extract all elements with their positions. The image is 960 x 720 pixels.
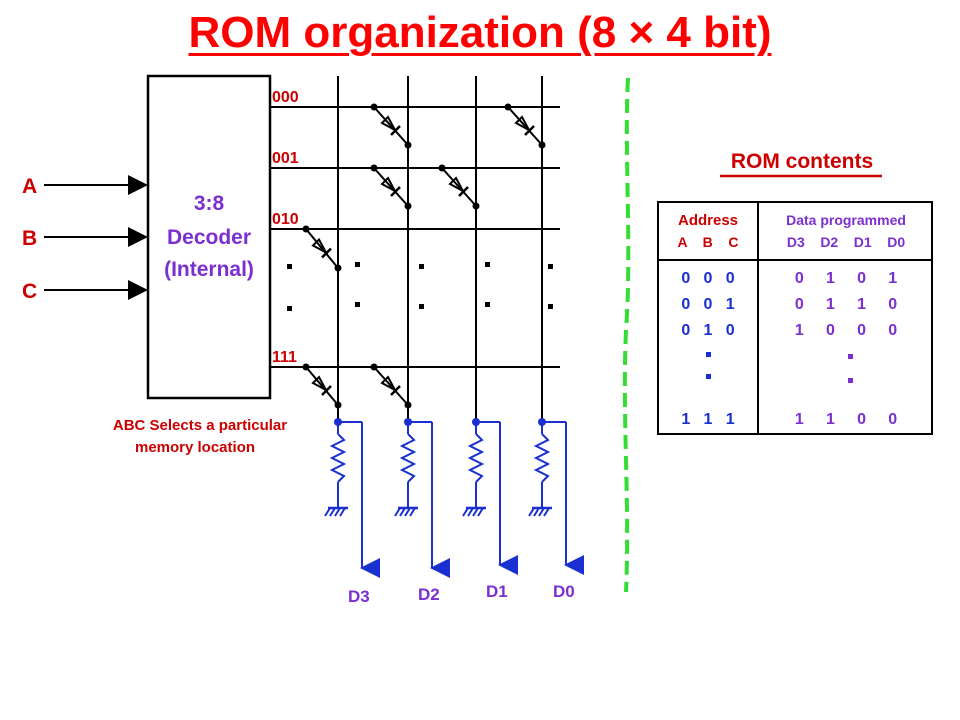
diode <box>370 363 412 409</box>
output-stage <box>528 418 584 575</box>
diode <box>504 103 546 149</box>
output-label-d3: D3 <box>348 587 370 606</box>
output-stage <box>394 418 450 578</box>
decoder-label-ratio: 3:8 <box>194 192 225 215</box>
rom-table-frame <box>657 201 933 435</box>
output-stages <box>324 418 584 578</box>
address-row: 0 1 0 <box>681 322 734 339</box>
address-columns: A B C <box>678 234 739 250</box>
output-stage <box>462 418 518 575</box>
address-header: Address <box>678 212 738 229</box>
output-label-d0: D0 <box>553 582 575 601</box>
word-line-label-001: 001 <box>272 150 299 167</box>
data-row: 1 1 0 0 <box>795 411 897 428</box>
diode <box>438 164 480 210</box>
array-ellipsis <box>287 262 553 311</box>
output-label-d2: D2 <box>418 585 440 604</box>
divider-line <box>622 77 631 593</box>
diode <box>302 225 342 272</box>
data-header: Data programmed <box>786 212 906 228</box>
input-label-c: C <box>22 280 37 303</box>
table-ellipsis <box>706 352 853 383</box>
diodes <box>302 103 546 409</box>
data-row: 0 1 1 0 <box>795 296 897 313</box>
caption-line-1: ABC Selects a particular <box>113 417 287 434</box>
address-row: 1 1 1 <box>681 411 734 428</box>
decoder-label-internal: (Internal) <box>164 258 254 281</box>
decoder-box <box>146 74 272 400</box>
diode <box>370 103 412 149</box>
data-row: 0 1 0 1 <box>795 270 897 287</box>
decoder-label-name: Decoder <box>167 226 251 249</box>
data-row: 1 0 0 0 <box>795 322 897 339</box>
caption-line-2: memory location <box>135 439 255 456</box>
output-label-d1: D1 <box>486 582 508 601</box>
input-label-b: B <box>22 227 37 250</box>
word-line-label-000: 000 <box>272 89 299 106</box>
word-line-label-111: 111 <box>272 349 297 366</box>
address-row: 0 0 1 <box>681 296 734 313</box>
diode <box>370 164 412 210</box>
word-line-label-010: 010 <box>272 211 299 228</box>
input-label-a: A <box>22 175 37 198</box>
diode <box>302 363 342 409</box>
rom-contents-title: ROM contents <box>731 150 873 173</box>
output-stage <box>324 418 380 578</box>
address-row: 0 0 0 <box>681 270 734 287</box>
page-title: ROM organization (8 × 4 bit) <box>188 8 772 57</box>
data-columns: D3 D2 D1 D0 <box>787 234 905 250</box>
